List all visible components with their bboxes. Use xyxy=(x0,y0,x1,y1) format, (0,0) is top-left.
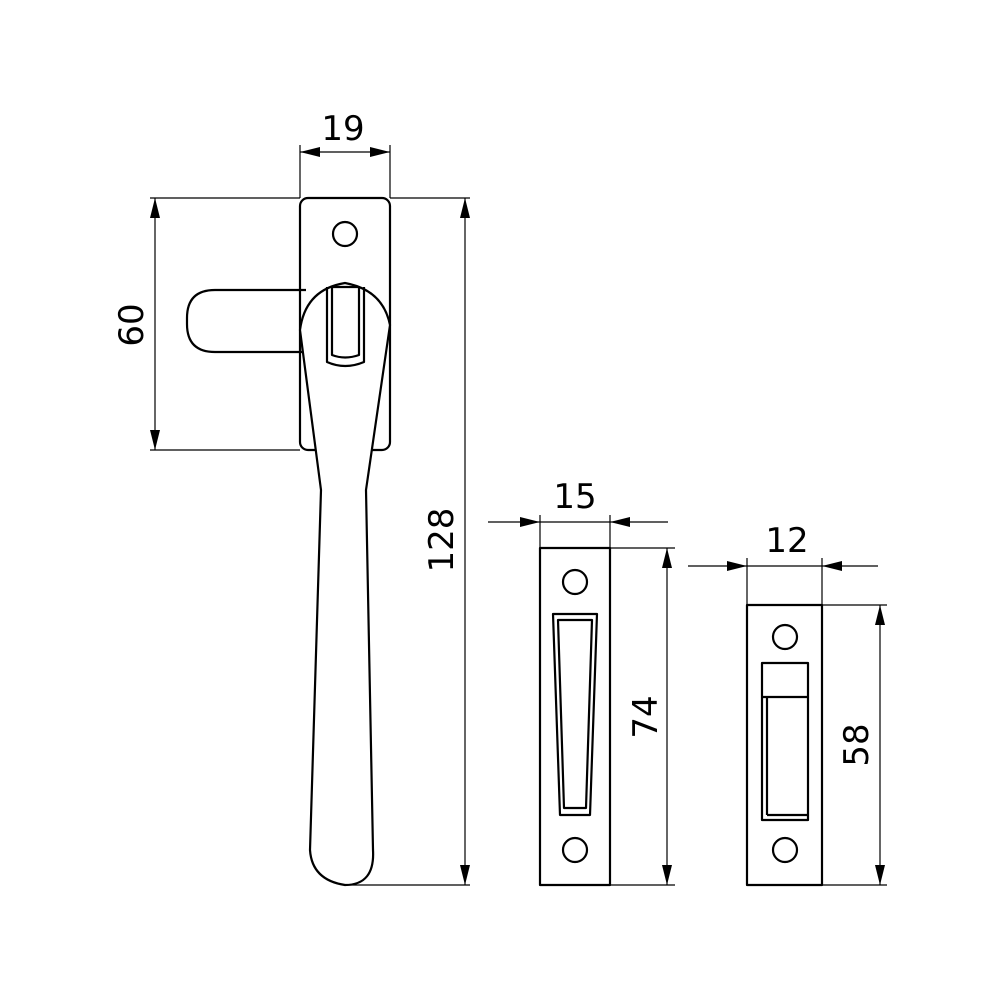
keep-2-recess xyxy=(760,661,810,822)
arrowhead xyxy=(520,517,540,527)
screw-hole-top xyxy=(561,568,589,596)
dimension-label: 60 xyxy=(112,303,152,346)
handle-lever xyxy=(298,281,392,887)
keep-2-plate xyxy=(745,603,824,887)
dimension-label: 19 xyxy=(321,109,364,149)
arrowhead xyxy=(460,865,470,885)
dimension-74: 74 xyxy=(610,547,675,886)
arrowhead xyxy=(875,605,885,625)
screw-hole-top xyxy=(771,623,799,651)
arrowhead xyxy=(460,198,470,218)
handle-slot-outer xyxy=(325,287,366,368)
screw-hole-bottom xyxy=(771,836,799,864)
arrowhead xyxy=(150,198,160,218)
screw-hole-bottom xyxy=(561,836,589,864)
dimension-58: 58 xyxy=(822,604,887,886)
dimension-label: 15 xyxy=(553,477,596,517)
arrowhead xyxy=(875,865,885,885)
screw-hole-top xyxy=(331,220,359,248)
arrowhead xyxy=(662,548,672,568)
casement-handle xyxy=(185,196,392,887)
keep-1-recess-inner xyxy=(556,618,594,810)
arrowhead xyxy=(610,517,630,527)
keep-1-plate xyxy=(538,546,612,887)
keep-2 xyxy=(745,603,824,887)
arrowhead xyxy=(662,865,672,885)
dimension-label: 128 xyxy=(422,508,462,573)
arrowhead xyxy=(822,561,842,571)
handle-tab xyxy=(185,288,306,354)
dimension-60: 60 xyxy=(112,197,300,451)
dimension-19: 19 xyxy=(299,109,391,198)
arrowhead xyxy=(300,147,320,157)
arrowhead xyxy=(727,561,747,571)
keep-1 xyxy=(538,546,612,887)
dimension-label: 12 xyxy=(765,521,808,561)
dimension-label: 74 xyxy=(626,695,666,738)
dimension-128: 128 xyxy=(345,197,470,886)
dimension-15: 15 xyxy=(488,477,668,548)
dimension-12: 12 xyxy=(688,521,878,605)
keep-1-recess-outer xyxy=(551,612,599,817)
arrowhead xyxy=(370,147,390,157)
arrowhead xyxy=(150,430,160,450)
dimension-label: 58 xyxy=(837,723,877,766)
handle-slot-inner xyxy=(330,285,361,359)
